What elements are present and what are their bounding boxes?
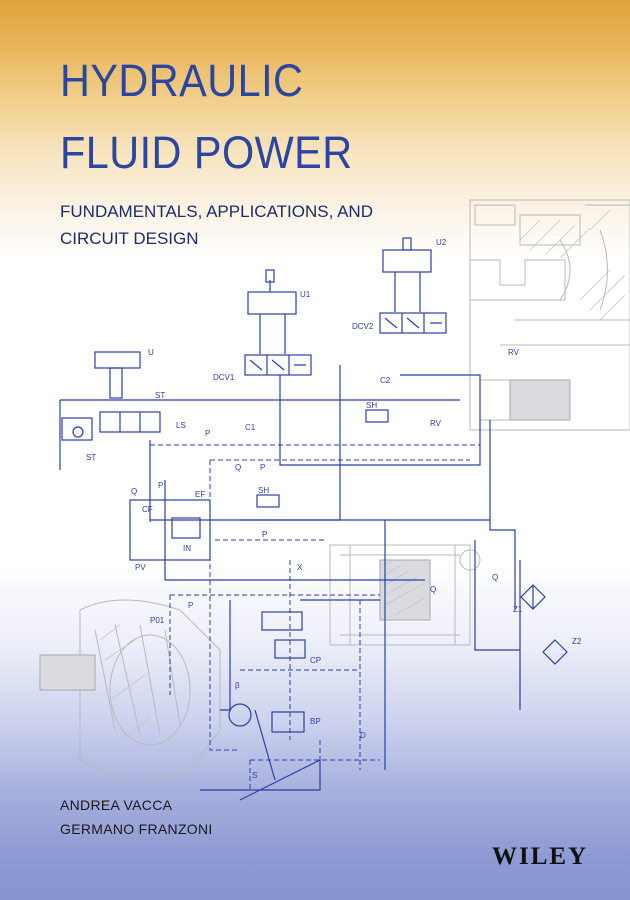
label-d: D <box>360 731 366 740</box>
label-z1: Z1 <box>513 605 523 614</box>
label-c1: C1 <box>245 423 256 432</box>
label-ust: U <box>148 348 154 357</box>
label-pef: P <box>260 463 265 472</box>
author-name: GERMANO FRANZONI <box>60 821 213 837</box>
label-qcp: Q <box>430 585 436 594</box>
subtitle-line-1: FUNDAMENTALS, APPLICATIONS, AND <box>60 202 373 221</box>
spool-cross-section-drawing <box>329 544 481 646</box>
label-p01: P01 <box>150 616 165 625</box>
label-x: X <box>297 563 303 572</box>
valve-cross-section-drawing <box>469 199 630 431</box>
label-dcv1: DCV1 <box>213 373 235 382</box>
label-pcf: P <box>158 481 163 490</box>
label-stv: ST <box>155 391 165 400</box>
label-bp: BP <box>310 717 321 726</box>
label-u2: U2 <box>436 238 447 247</box>
circuit-lines <box>59 237 568 801</box>
label-cf: CF <box>142 505 153 514</box>
label-pst: P <box>205 429 210 438</box>
circuit-pilot-lines <box>149 444 480 790</box>
label-ls: LS <box>176 421 186 430</box>
subtitle-line-2: CIRCUIT DESIGN <box>60 229 199 248</box>
label-sh2: SH <box>366 401 377 410</box>
label-rvls2: RV <box>508 348 520 357</box>
label-u1: U1 <box>300 290 311 299</box>
label-pv: PV <box>135 563 146 572</box>
pump-cross-section-drawing <box>39 599 221 779</box>
label-in: IN <box>183 544 191 553</box>
label-z2: Z2 <box>572 637 582 646</box>
author-name: ANDREA VACCA <box>60 797 173 813</box>
label-c2: C2 <box>380 376 391 385</box>
label-qcool: Q <box>492 573 498 582</box>
label-dcv2: DCV2 <box>352 322 374 331</box>
label-sh1: SH <box>258 486 269 495</box>
label-qcf: Q <box>131 487 137 496</box>
label-stm: ST <box>86 453 96 462</box>
label-rvls: RV <box>430 419 442 428</box>
label-p: P <box>188 601 193 610</box>
label-cp: CP <box>310 656 321 665</box>
title-line-1: HYDRAULIC <box>60 55 304 106</box>
schematic-labels: U1 U2 U DCV1 DCV2 C1 C2 SH SH RV RV LS P… <box>86 238 582 780</box>
label-s: S <box>252 771 257 780</box>
label-beta: β <box>235 681 240 690</box>
title-line-2: FLUID POWER <box>60 127 353 178</box>
label-ef: EF <box>195 490 205 499</box>
label-pls: P <box>262 530 267 539</box>
publisher-logo: WILEY <box>492 843 589 870</box>
label-qef: Q <box>235 463 241 472</box>
